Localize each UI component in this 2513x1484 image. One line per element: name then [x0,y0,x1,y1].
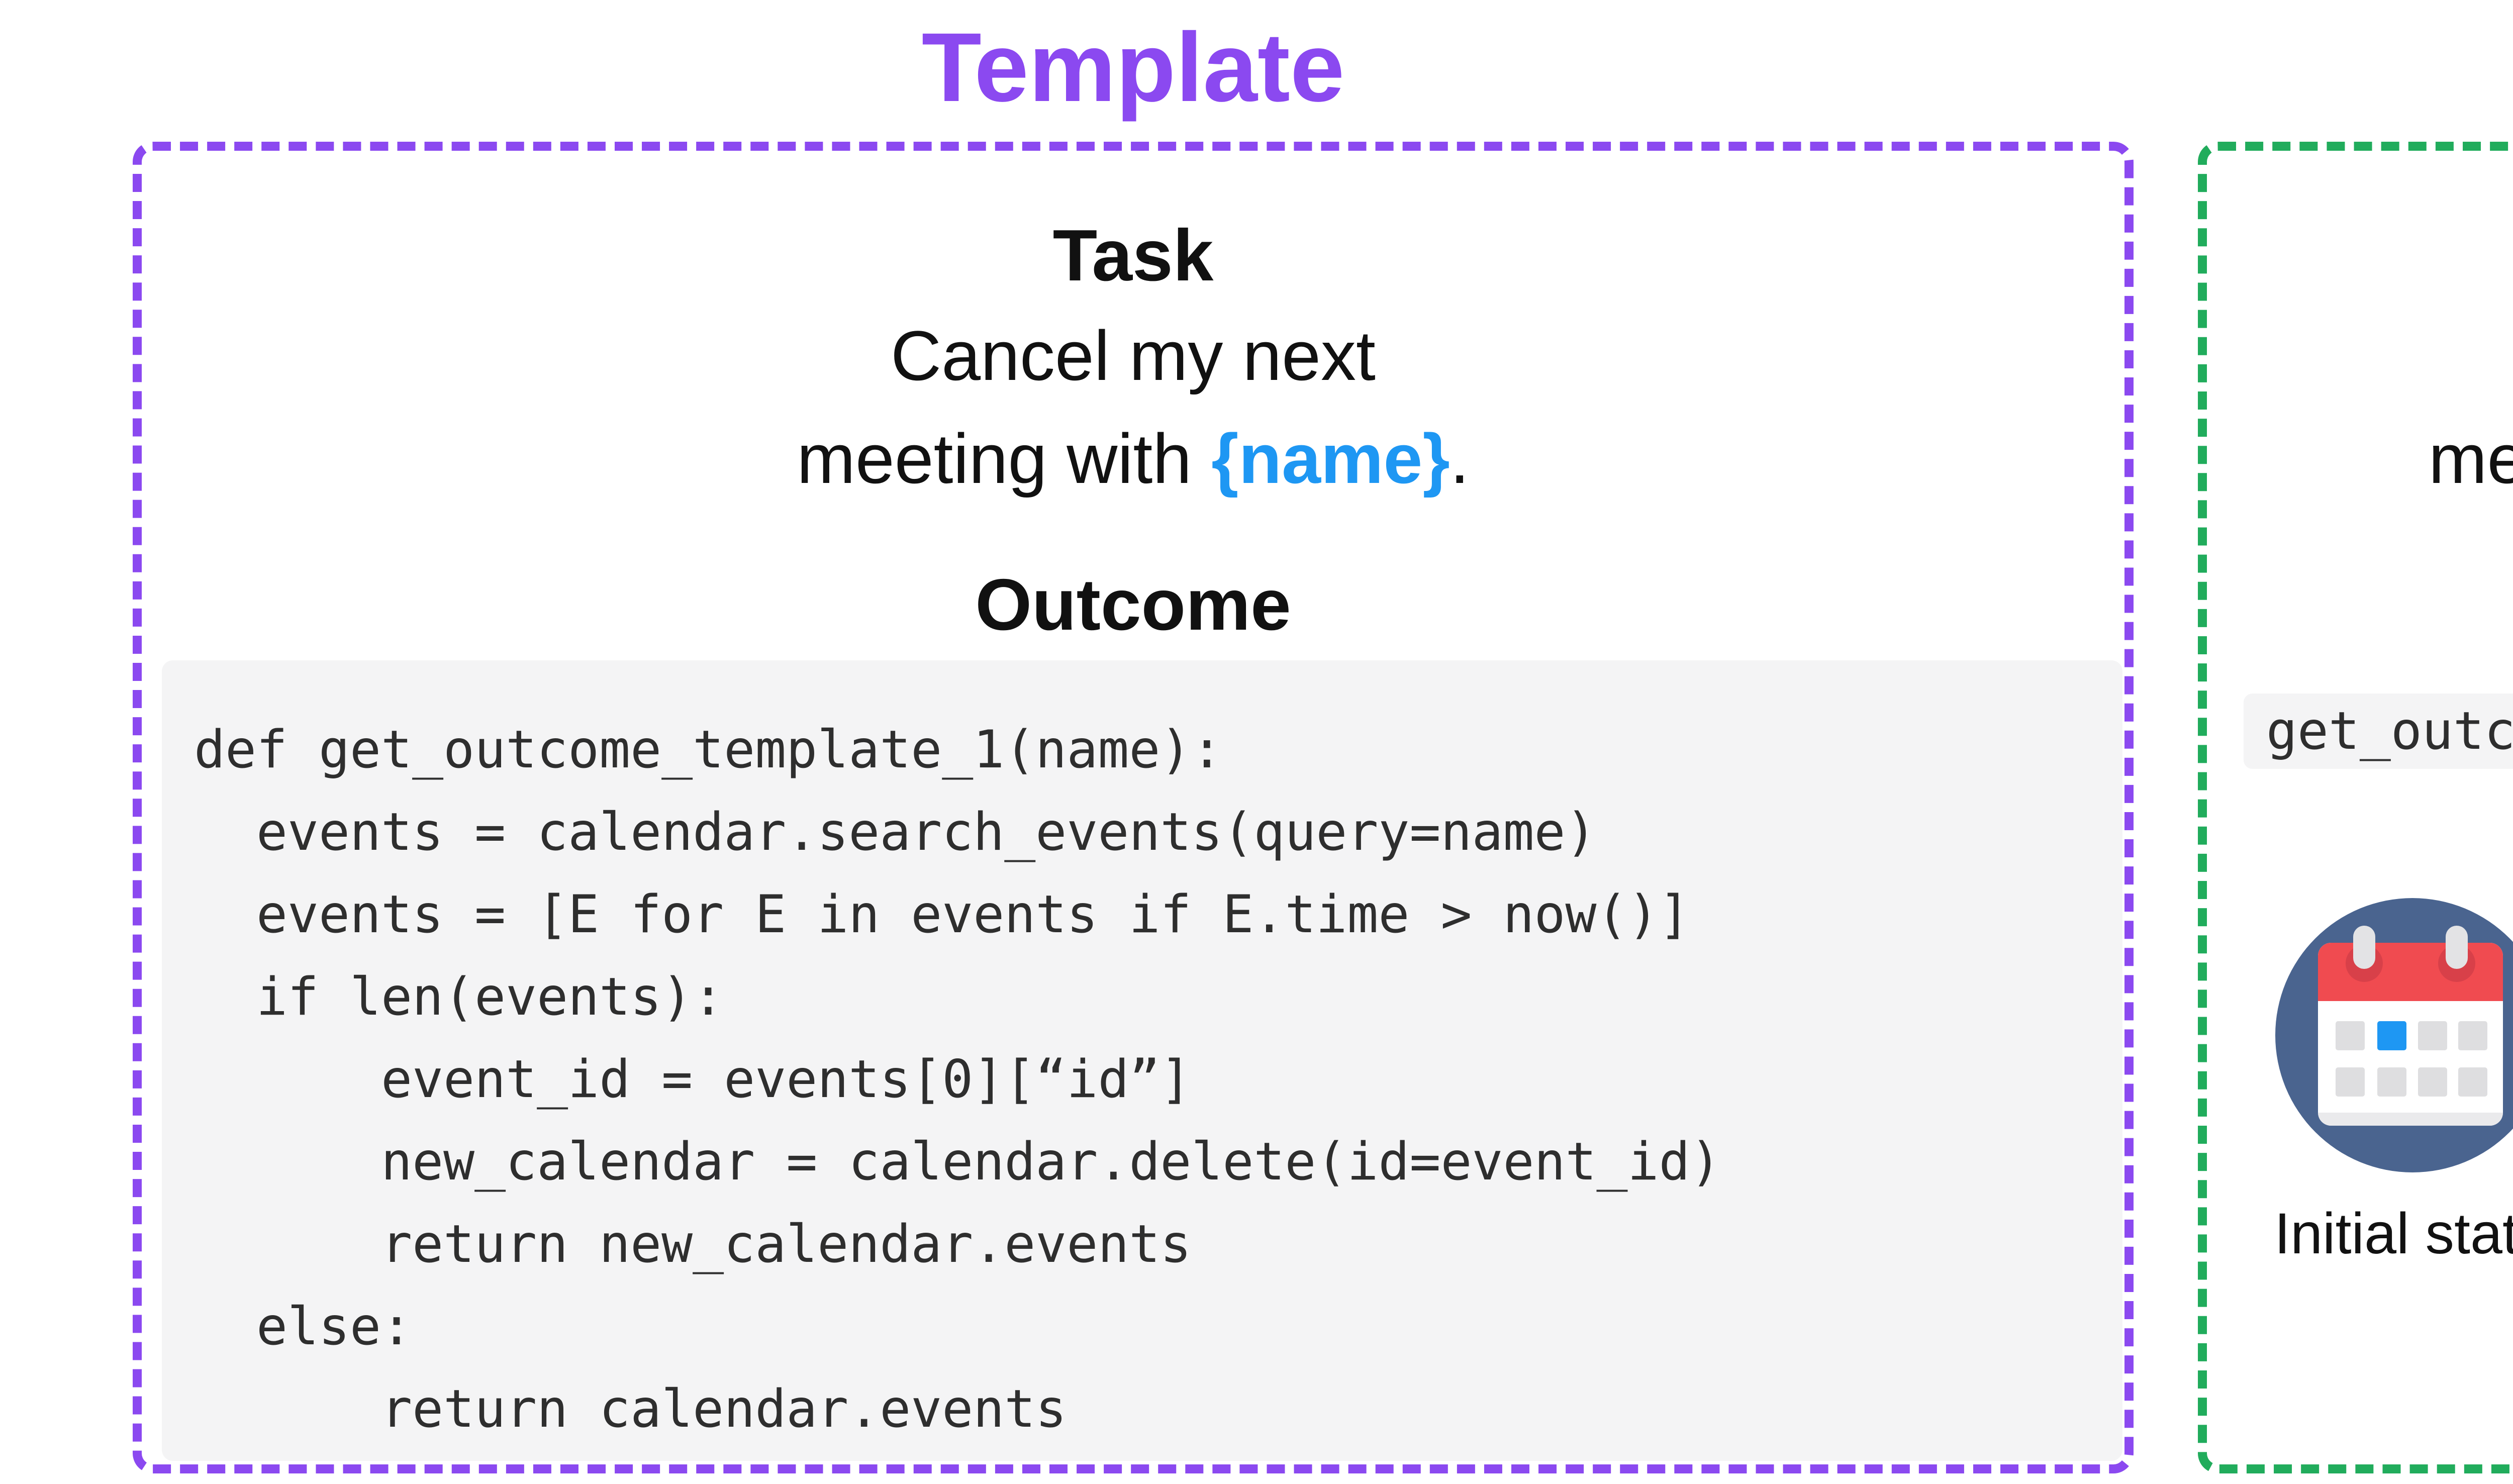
calendar-binder-ring-icon [2446,926,2468,969]
calendar-body [2318,926,2503,1126]
code-line: events = calendar.search_events(query=na… [194,802,1597,862]
template-task-line2-suffix: . [1449,419,1470,498]
example-task-line2-prefix: meeting with [2428,419,2513,498]
calendar-day-cell [2458,1067,2487,1097]
calendar-day-cell [2377,1067,2406,1097]
template-task-line2: meeting with {name}. [142,421,2124,497]
template-title: Template [921,13,1345,122]
example-task-line2: meeting with Carlos . [2207,421,2513,497]
calendar-bottom-shade [2318,1113,2503,1126]
code-line: return calendar.events [194,1379,1067,1439]
calendar-selected-day-cell [2377,1021,2406,1050]
template-task-line1: Cancel my next [891,316,1376,395]
calendar-day-cell [2458,1021,2487,1050]
calendar-day-cell [2336,1067,2365,1097]
code-line: return new_calendar.events [194,1214,1192,1274]
code-line: else: [194,1297,413,1357]
example-task-heading: Task [2207,215,2513,295]
code-line: events = [E for E in events if E.time > … [194,884,1690,945]
calendar-day-cell [2336,1021,2365,1050]
code-line: new_calendar = calendar.delete(id=event_… [194,1132,1721,1192]
calendar-day-cell [2418,1067,2447,1097]
example-title: Example [2198,7,2513,128]
calendar-binder-ring-icon [2353,926,2375,969]
template-task-param-placeholder: {name} [1211,419,1450,498]
example-task-line1: Cancel my next [2207,318,2513,393]
template-outcome-heading: Outcome [975,564,1291,645]
template-task-heading: Task [1052,215,1214,296]
template-panel: Task Cancel my next meeting with {name}.… [133,142,2134,1473]
initial-state-label: Initial state [2274,1202,2513,1266]
code-line: def get_outcome_template_1(name): [194,720,1223,780]
example-panel: Task Cancel my next meeting with Carlos … [2198,142,2513,1473]
example-outcome-call: get_outcome_template_1(“Carlos”) [2243,694,2513,769]
template-task-line2-prefix: meeting with [797,419,1212,498]
code-line: if len(events): [194,967,724,1027]
calendar-day-cell [2418,1021,2447,1050]
calendar-initial-icon [2275,898,2513,1172]
example-outcome-heading: Outcome [2207,564,2513,645]
calendar-header-bar [2318,943,2503,1001]
template-code-block: def get_outcome_template_1(name): events… [162,660,2122,1461]
code-line: event_id = events[0][“id”] [194,1049,1192,1110]
